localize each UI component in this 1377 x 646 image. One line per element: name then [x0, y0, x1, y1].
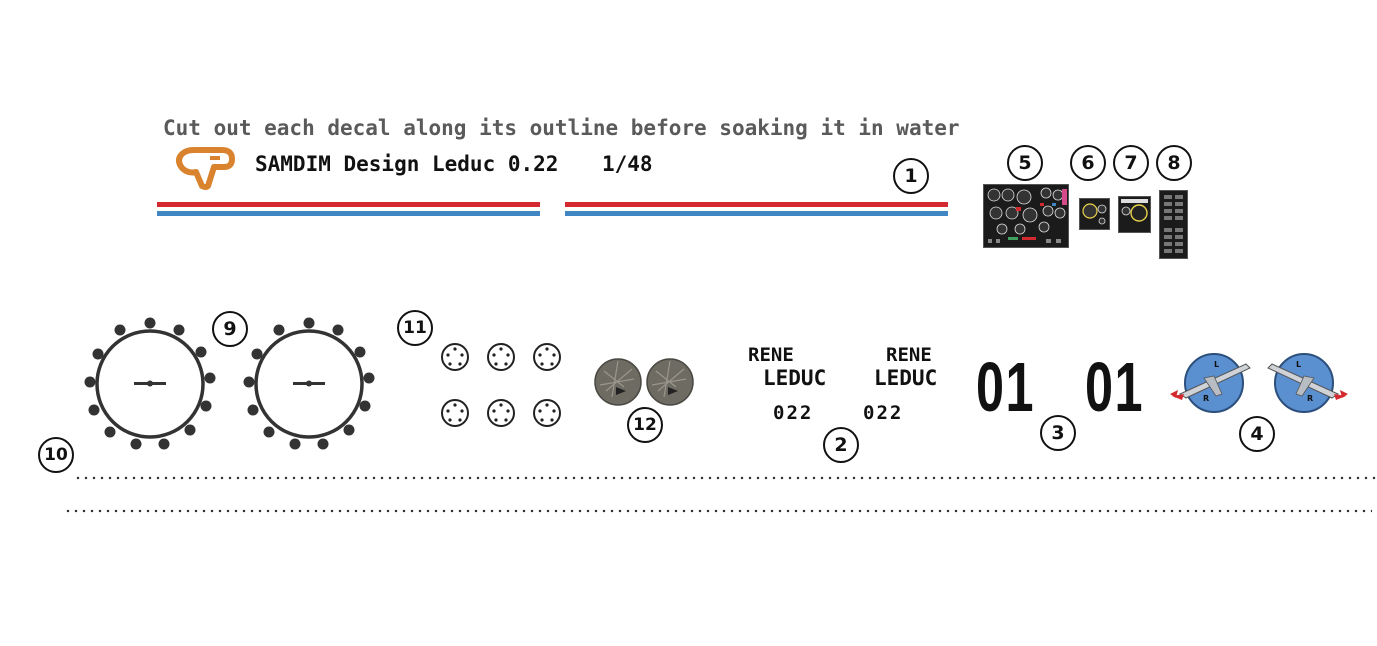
instruction-text: Cut out each decal along its outline bef… [163, 116, 960, 140]
shutter-disc-decals [594, 357, 694, 407]
gauge-decal-7 [1118, 196, 1151, 233]
name-decal-right-line1: RENE [886, 344, 932, 366]
name-decal-left-line1: RENE [748, 344, 794, 366]
callout-9: 9 [212, 311, 248, 347]
rivet-line-bottom [64, 509, 1372, 513]
callout-10: 10 [38, 437, 74, 473]
callout-5: 5 [1007, 145, 1043, 181]
roundel-right-letter-l: L [1296, 360, 1302, 369]
callout-8: 8 [1156, 145, 1192, 181]
callout-11: 11 [397, 310, 433, 346]
callout-6: 6 [1070, 145, 1106, 181]
stripe-decal-left [157, 202, 540, 216]
samdim-logo [174, 146, 236, 190]
stripe-blue [565, 211, 948, 216]
rivet-line-top [74, 476, 1376, 480]
sheet-scale: 1/48 [602, 152, 653, 176]
callout-2: 2 [823, 427, 859, 463]
callout-1: 1 [893, 158, 929, 194]
stripe-red [565, 202, 948, 207]
gauge-decal-6 [1079, 198, 1110, 230]
number-decal-left: 01 [976, 348, 1035, 426]
name-decal-right-line2: LEDUC [874, 366, 938, 390]
callout-7: 7 [1113, 145, 1149, 181]
hub-decal-left [82, 316, 218, 452]
code-decal-left: 022 [773, 402, 814, 424]
roundel-left-letter-l: L [1214, 360, 1220, 369]
switch-panel-decal [1159, 190, 1188, 259]
roundel-right-letter-r: R [1307, 394, 1314, 403]
aircraft-roundel-decals: L R L R [1168, 350, 1348, 414]
callout-4: 4 [1239, 416, 1275, 452]
roundel-left-letter-r: R [1203, 394, 1210, 403]
sheet-title: SAMDIM Design Leduc 0.22 [255, 152, 559, 176]
number-decal-right: 01 [1085, 348, 1144, 426]
stripe-decal-right [565, 202, 948, 216]
rivet-ring-decals [440, 341, 564, 429]
code-decal-right: 022 [863, 402, 904, 424]
callout-12: 12 [627, 407, 663, 443]
name-decal-left-line2: LEDUC [763, 366, 827, 390]
callout-3: 3 [1040, 415, 1076, 451]
stripe-red [157, 202, 540, 207]
hub-decal-right [241, 316, 377, 452]
instrument-panel-decal [983, 184, 1069, 248]
stripe-blue [157, 211, 540, 216]
